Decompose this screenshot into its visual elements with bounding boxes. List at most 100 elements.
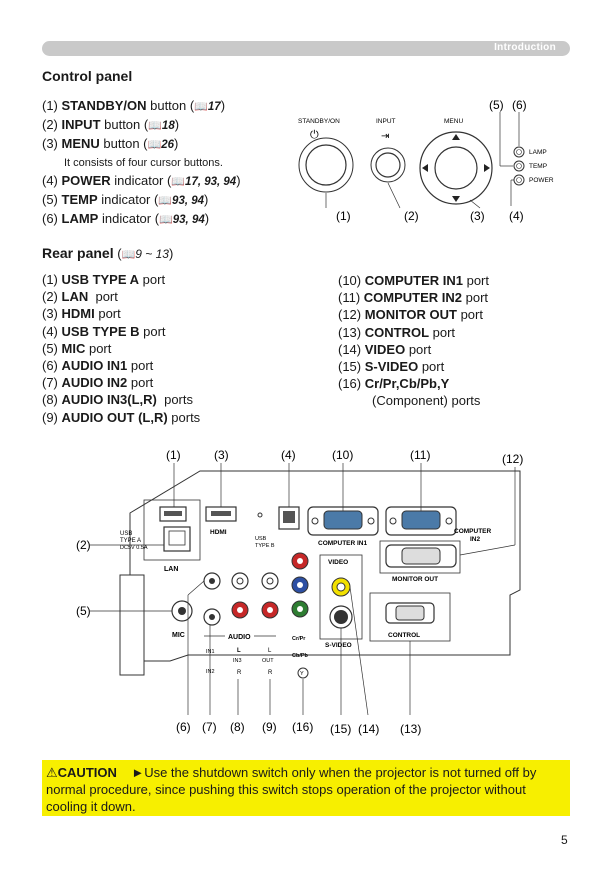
- input-label: INPUT: [376, 118, 396, 125]
- item-name: COMPUTER IN2: [363, 290, 463, 306]
- left-arrow-icon[interactable]: [422, 164, 428, 172]
- item-number: (15): [338, 359, 362, 375]
- item-name: USB TYPE B: [61, 323, 140, 339]
- standby-label: STANDBY/ON: [298, 118, 340, 125]
- item-suffix: button (: [146, 98, 195, 113]
- menu-button-ring: [419, 131, 493, 205]
- item-number: (14): [338, 341, 362, 357]
- svg-text:DC5V 0.5A: DC5V 0.5A: [120, 545, 148, 551]
- item-number: (6): [42, 358, 58, 374]
- item-suffix: port: [456, 307, 483, 323]
- item-suffix: ports: [167, 409, 201, 425]
- caution-label: CAUTION: [57, 765, 117, 780]
- list-item: (1) USB TYPE A port: [42, 271, 200, 288]
- temp-label: TEMP: [529, 163, 547, 170]
- list-item: (12) MONITOR OUT port: [338, 306, 489, 323]
- svg-text:HDMI: HDMI: [210, 529, 227, 536]
- standby-button-ring: [298, 137, 354, 193]
- item-number: (3): [42, 306, 58, 322]
- rear-panel-list-left: (1) USB TYPE A port(2) LAN port(3) HDMI …: [42, 271, 200, 426]
- input-button[interactable]: [375, 152, 401, 178]
- item-number: (2): [42, 289, 58, 305]
- power-symbol-icon: ⏻: [310, 129, 319, 141]
- item-number: (12): [338, 307, 362, 323]
- item-name: LAMP: [61, 211, 99, 227]
- item-number: (5): [42, 192, 58, 208]
- up-arrow-icon[interactable]: [452, 134, 460, 140]
- callout-3: (3): [470, 209, 485, 223]
- item-suffix: port: [127, 358, 154, 374]
- item-number: (1): [42, 98, 58, 113]
- power-indicator-label: POWER: [529, 177, 554, 184]
- list-item: (4) POWER indicator (📖17, 93, 94): [42, 172, 241, 191]
- svg-text:IN2: IN2: [470, 536, 481, 543]
- svg-text:AUDIO: AUDIO: [228, 634, 251, 641]
- svg-text:(10): (10): [332, 448, 353, 462]
- item-number: (16): [338, 376, 362, 392]
- power-indicator: [513, 174, 525, 186]
- item-name: POWER: [61, 172, 111, 188]
- page-number: 5: [561, 833, 568, 847]
- list-item: (5) TEMP indicator (📖93, 94): [42, 191, 241, 210]
- svg-text:VIDEO: VIDEO: [328, 559, 348, 566]
- svg-text:Y: Y: [300, 671, 304, 677]
- standby-button[interactable]: [305, 144, 347, 186]
- svg-text:COMPUTER IN1: COMPUTER IN1: [318, 540, 368, 547]
- item-suffix: port: [418, 359, 445, 375]
- caution-box: ⚠CAUTION ►Use the shutdown switch only w…: [42, 760, 570, 816]
- item-suffix: port: [405, 341, 432, 357]
- item-name: AUDIO OUT (L,R): [61, 409, 168, 425]
- list-item: (4) USB TYPE B port: [42, 323, 200, 340]
- list-item: (14) VIDEO port: [338, 341, 489, 358]
- item-name: INPUT: [61, 117, 101, 133]
- svg-text:(1): (1): [166, 448, 181, 462]
- svg-text:COMPUTER: COMPUTER: [454, 528, 492, 535]
- right-arrow-icon[interactable]: [484, 164, 490, 172]
- item-number: (2): [42, 117, 58, 133]
- item-suffix: port: [88, 289, 118, 305]
- arrow-icon: ►: [131, 765, 145, 780]
- book-icon: 📖: [171, 175, 186, 188]
- section-title: Introduction: [494, 42, 556, 53]
- list-item: (7) AUDIO IN2 port: [42, 374, 200, 391]
- list-item: (5) MIC port: [42, 340, 200, 357]
- page-ref: 93, 94: [172, 214, 205, 227]
- svg-text:L: L: [237, 648, 241, 654]
- book-icon: 📖: [148, 120, 162, 133]
- callout-1: (1): [336, 209, 351, 223]
- control-panel-list: (1) STANDBY/ON button (📖17)(2) INPUT but…: [42, 97, 241, 229]
- list-item: (15) S-VIDEO port: [338, 358, 489, 375]
- item-number: (4): [42, 172, 58, 188]
- input-symbol-icon: ⇥: [381, 131, 389, 142]
- svg-text:Cb/Pb: Cb/Pb: [292, 653, 309, 659]
- book-icon: 📖: [194, 101, 208, 113]
- page-ref: 26: [161, 139, 174, 152]
- item-name: VIDEO: [364, 341, 406, 357]
- svg-text:(8): (8): [230, 720, 245, 734]
- rear-panel-figure: USB TYPE A DC5V 0.5A LAN HDMI USB TYPE B…: [76, 448, 523, 736]
- menu-note: It consists of four cursor buttons.: [64, 156, 223, 169]
- down-arrow-icon[interactable]: [452, 196, 460, 202]
- svg-text:(15): (15): [330, 722, 351, 736]
- svg-text:(13): (13): [400, 722, 421, 736]
- svg-text:(14): (14): [358, 722, 379, 736]
- item-number: (3): [42, 136, 58, 152]
- svg-text:(9): (9): [262, 720, 277, 734]
- temp-indicator: [513, 160, 525, 172]
- control-panel-figure: STANDBY/ON ⏻ INPUT ⇥ MENU LAMP TEMP POWE…: [298, 98, 554, 223]
- svg-text:LAN: LAN: [164, 566, 178, 573]
- list-item: (8) AUDIO IN3(L,R) ports: [42, 391, 200, 408]
- item-suffix: port: [85, 340, 112, 356]
- svg-text:(2): (2): [76, 538, 91, 552]
- menu-label: MENU: [444, 118, 463, 125]
- item-name: MIC: [61, 340, 86, 356]
- item-name: LAN: [61, 289, 89, 305]
- svg-text:(16): (16): [292, 720, 313, 734]
- svg-text:(6): (6): [176, 720, 191, 734]
- item-name: TEMP: [61, 192, 98, 208]
- menu-button[interactable]: [434, 146, 478, 190]
- item-suffix: port: [462, 290, 489, 306]
- item-suffix: indicator (: [97, 192, 159, 208]
- book-icon: 📖: [147, 139, 162, 152]
- item-name: USB TYPE A: [61, 272, 140, 287]
